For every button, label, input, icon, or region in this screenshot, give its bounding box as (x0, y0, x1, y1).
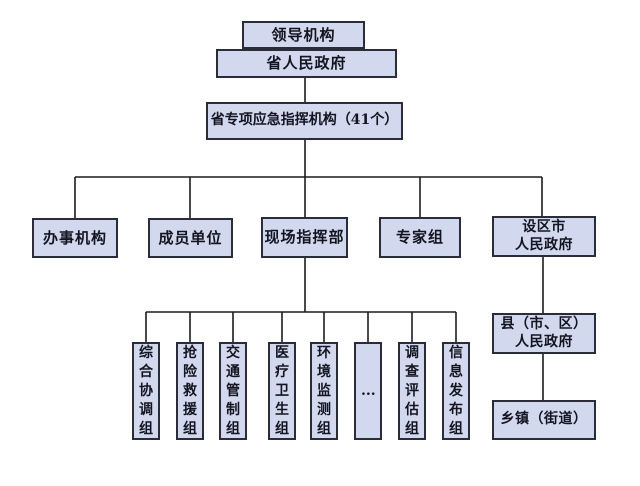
node-team-coordination: 综合协调组 (132, 342, 160, 440)
node-county-government: 县（市、区） 人民政府 (492, 313, 596, 354)
node-office: 办事机构 (32, 218, 118, 258)
team-label: 医疗卫生组 (275, 344, 289, 437)
node-township: 乡镇（街道） (492, 400, 596, 440)
node-expert-group: 专家组 (379, 217, 461, 258)
team-label: 调查评估组 (405, 344, 419, 437)
node-team-environment-monitoring: 环境监测组 (310, 342, 338, 440)
node-city-government: 设区市 人民政府 (492, 216, 596, 257)
node-member-units: 成员单位 (148, 218, 233, 258)
node-leadership: 领导机构 (242, 21, 365, 49)
node-team-information-release: 信息发布组 (442, 342, 470, 440)
node-team-ellipsis: ... (354, 342, 382, 440)
team-label: 综合协调组 (139, 344, 153, 437)
ellipsis-label: ... (361, 382, 376, 399)
team-label: 环境监测组 (317, 344, 331, 437)
team-label: 信息发布组 (449, 344, 463, 437)
node-team-rescue: 抢险救援组 (176, 342, 204, 440)
team-label: 抢险救援组 (183, 344, 197, 437)
team-label: 交通管制组 (226, 344, 240, 437)
node-team-investigation: 调查评估组 (398, 342, 426, 440)
node-special-command: 省专项应急指挥机构（41个） (206, 102, 403, 140)
node-team-traffic-control: 交通管制组 (219, 342, 247, 440)
node-provincial-government: 省人民政府 (216, 49, 397, 78)
node-field-command: 现场指挥部 (261, 217, 348, 258)
node-team-medical: 医疗卫生组 (268, 342, 296, 440)
